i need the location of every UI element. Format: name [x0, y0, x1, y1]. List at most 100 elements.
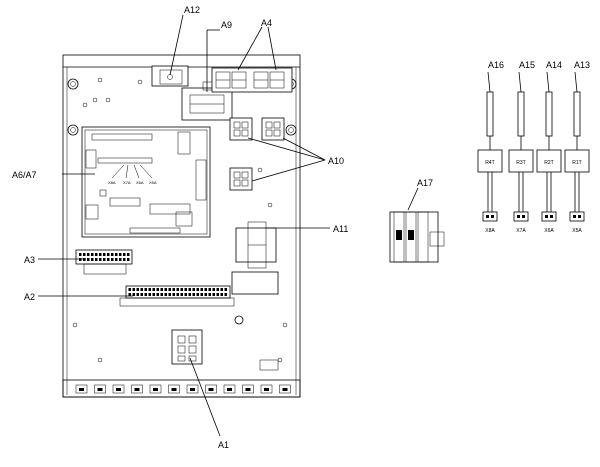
terminal-pin — [95, 258, 98, 261]
terminal-pin — [140, 288, 143, 291]
sensor-connector — [541, 211, 557, 222]
terminal-pin — [168, 293, 171, 296]
sensor-connector-label: X7A — [516, 228, 526, 234]
bottom-connector-pin — [134, 388, 140, 391]
terminal-pin — [107, 258, 110, 261]
bottom-connector — [205, 384, 217, 394]
terminal-pin — [128, 288, 131, 291]
terminal-pin — [196, 288, 199, 291]
pcb-label: X5A — [149, 180, 157, 185]
terminal-pin — [79, 258, 82, 261]
terminal-pin — [115, 253, 118, 256]
terminal-pin — [103, 258, 106, 261]
terminal-pin — [111, 258, 114, 261]
callout-a6-a7: A6/A7 — [12, 170, 37, 180]
sensor-label: R2T — [544, 160, 553, 166]
callout-a12: A12 — [184, 5, 200, 15]
sensor-connector-label: X5A — [572, 228, 582, 234]
terminal-pin — [95, 253, 98, 256]
terminal-pin — [224, 288, 227, 291]
bottom-connector-pin — [97, 388, 103, 391]
terminal-pin — [144, 288, 147, 291]
a4-terminal-blocks — [211, 67, 293, 93]
terminal-pin — [220, 293, 223, 296]
callout-a11: A11 — [333, 224, 348, 234]
terminal-pin — [216, 288, 219, 291]
terminal-pin — [87, 258, 90, 261]
terminal-pin — [132, 293, 135, 296]
sensor-connector-pin — [522, 215, 525, 218]
terminal-pin — [79, 253, 82, 256]
callout-a1: A1 — [218, 440, 229, 450]
terminal-pin — [200, 288, 203, 291]
sensor-probe — [517, 91, 525, 137]
terminal-pin — [136, 293, 139, 296]
pcb-label-group: X8A X7A X6A X5A — [108, 164, 157, 185]
terminal-pin — [107, 253, 110, 256]
callout-a16: A16 — [488, 60, 504, 70]
sensor-leader — [546, 71, 550, 93]
bottom-connector — [186, 384, 199, 394]
bottom-connector — [279, 384, 291, 394]
sensor-probe — [545, 91, 553, 137]
terminal-pin — [156, 293, 159, 296]
sensor-connector-label: X6A — [544, 228, 554, 234]
terminal-pin — [180, 288, 183, 291]
sensor-label: R3T — [516, 160, 525, 166]
pcb-label: X8A — [108, 180, 116, 185]
terminal-pin — [127, 253, 130, 256]
sensor-r3t: R3T X7A — [508, 71, 534, 234]
terminal-pin — [83, 253, 86, 256]
terminal-pin — [180, 293, 183, 296]
terminal-pin — [168, 288, 171, 291]
terminal-pin — [172, 288, 175, 291]
sensor-probe — [573, 91, 581, 137]
a1-connector — [171, 315, 279, 371]
terminal-pin — [127, 258, 130, 261]
terminal-pin — [152, 293, 155, 296]
bottom-connector — [168, 384, 180, 394]
sensor-label-box — [477, 149, 503, 173]
bottom-connector-pin — [282, 388, 288, 391]
sensor-label-box — [536, 149, 562, 173]
bottom-connector-pin — [245, 388, 251, 391]
terminal-pin — [164, 293, 167, 296]
bottom-connector-pin — [227, 388, 232, 391]
sensor-connector — [569, 211, 585, 222]
terminal-pin — [99, 253, 102, 256]
terminal-pin — [224, 293, 227, 296]
callout-a3: A3 — [24, 255, 35, 265]
bottom-connector — [94, 384, 106, 394]
sensor-label-box — [564, 149, 590, 173]
terminal-pin — [204, 293, 207, 296]
bottom-connector — [75, 384, 88, 394]
terminal-pin — [204, 288, 207, 291]
terminal-pin — [140, 293, 143, 296]
terminal-pin — [216, 293, 219, 296]
bottom-connector-pin — [79, 388, 84, 391]
callout-a9: A9 — [221, 20, 232, 30]
sensor-connector-label: X8A — [485, 228, 495, 234]
terminal-pin — [119, 258, 122, 261]
bottom-connector-pin — [171, 388, 177, 391]
terminal-pin — [144, 293, 147, 296]
terminal-pin — [111, 253, 114, 256]
bottom-connector — [131, 384, 143, 394]
terminal-pin — [184, 293, 187, 296]
callout-labels: A12 A9 A4 A6/A7 A10 A11 A3 A2 A1 A17 A16… — [12, 5, 590, 450]
terminal-pin — [212, 293, 215, 296]
bottom-connector-pin — [116, 388, 121, 391]
terminal-pin — [208, 293, 211, 296]
callout-a2: A2 — [24, 292, 35, 302]
terminal-pin — [212, 288, 215, 291]
a11-contactor — [231, 221, 279, 295]
callout-a10: A10 — [328, 156, 344, 166]
bottom-connector — [260, 384, 273, 394]
bottom-connector-pin — [153, 388, 158, 391]
terminal-pin — [176, 288, 179, 291]
terminal-pin — [91, 253, 94, 256]
sensor-r2t: R2T X6A — [536, 71, 562, 234]
